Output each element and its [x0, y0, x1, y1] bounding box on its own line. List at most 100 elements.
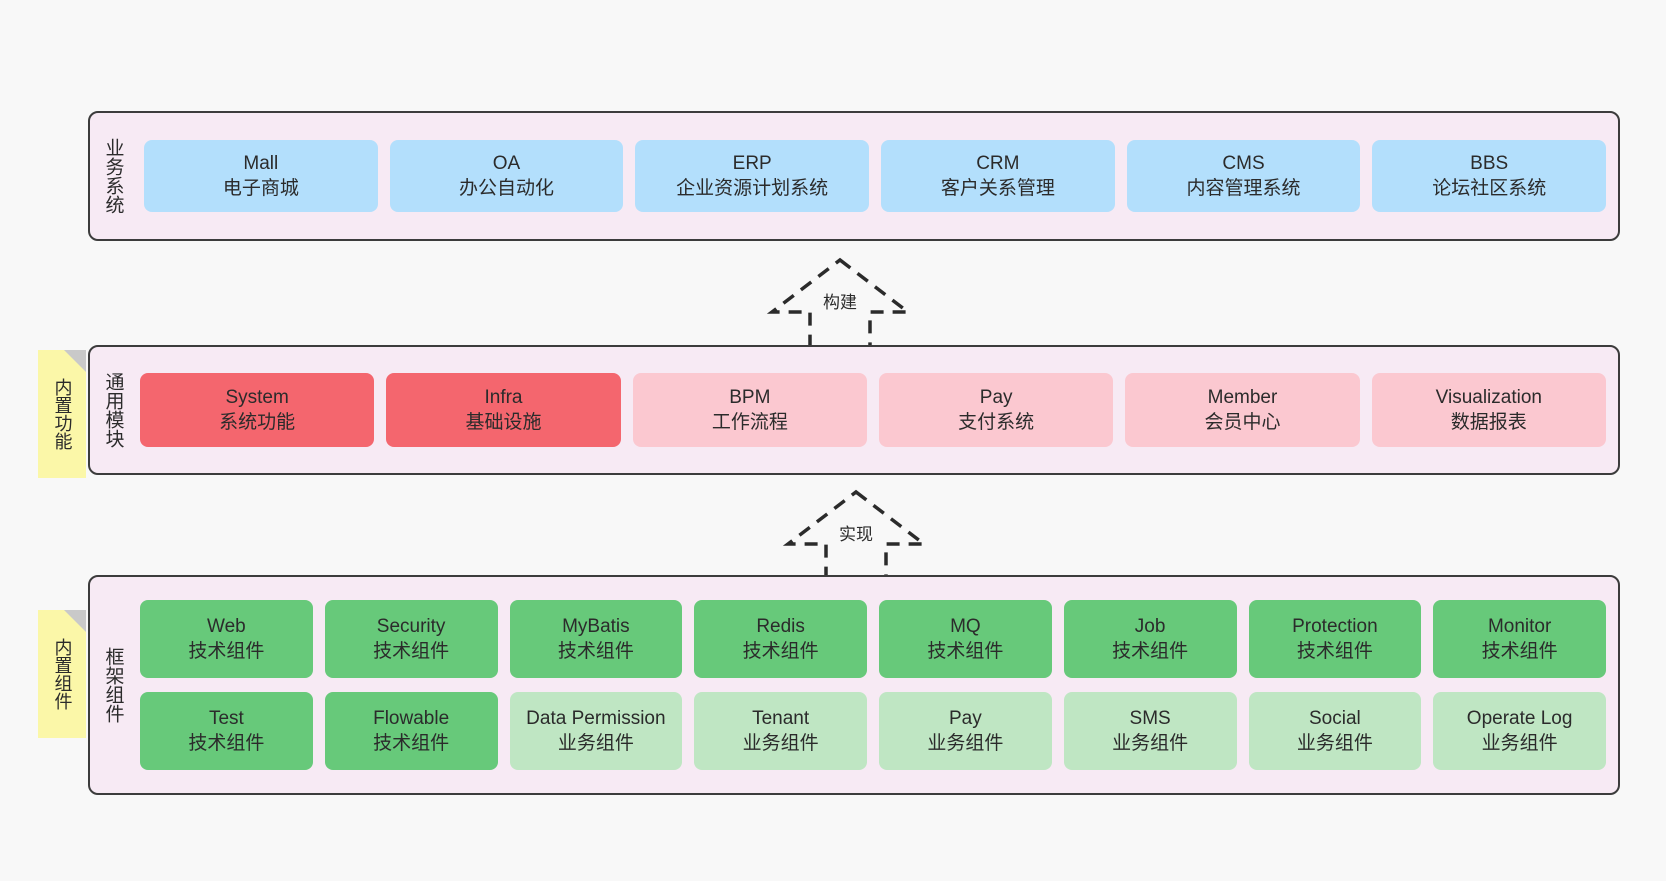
card-member[interactable]: Member 会员中心 [1125, 373, 1360, 447]
card-title-cn: 业务组件 [557, 733, 634, 754]
card-title-en: Flowable [373, 708, 450, 729]
card-title-cn: 数据报表 [1450, 412, 1527, 433]
card-title-cn: 会员中心 [1204, 412, 1281, 433]
card-title-en: MQ [950, 616, 981, 637]
card-title-en: Tenant [752, 708, 810, 729]
card-title-en: Operate Log [1466, 708, 1573, 729]
card-data-permission[interactable]: Data Permission 业务组件 [509, 692, 683, 770]
card-redis[interactable]: Redis 技术组件 [694, 600, 867, 678]
card-visualization[interactable]: Visualization 数据报表 [1371, 373, 1606, 447]
card-bbs[interactable]: BBS 论坛社区系统 [1372, 140, 1607, 212]
card-title-cn: 电子商城 [222, 178, 299, 199]
layer-title-common: 通用模块 [102, 372, 124, 448]
card-title-en: BBS [1470, 153, 1509, 174]
card-title-en: Pay [949, 708, 982, 729]
card-title-en: Visualization [1435, 387, 1542, 408]
card-bpm[interactable]: BPM 工作流程 [632, 373, 867, 447]
card-title-cn: 技术组件 [927, 641, 1004, 662]
card-title-en: MyBatis [562, 616, 630, 637]
card-title-cn: 支付系统 [958, 412, 1035, 433]
card-row: System 系统功能 Infra 基础设施 BPM 工作流程 Pay 支付系统… [140, 373, 1606, 447]
card-title-en: Member [1207, 387, 1278, 408]
card-title-cn: 论坛社区系统 [1432, 178, 1547, 199]
card-title-cn: 企业资源计划系统 [676, 178, 829, 199]
card-title-en: Web [207, 616, 246, 637]
card-title-cn: 技术组件 [188, 733, 265, 754]
card-title-cn: 内容管理系统 [1186, 178, 1301, 199]
card-title-cn: 技术组件 [742, 641, 819, 662]
card-title-en: Test [208, 708, 244, 729]
card-row: Test 技术组件 Flowable 技术组件 Data Permission … [140, 692, 1606, 770]
card-title-en: Data Permission [526, 708, 666, 729]
card-pay-business[interactable]: Pay 业务组件 [879, 692, 1052, 770]
card-infra[interactable]: Infra 基础设施 [386, 373, 621, 447]
card-cms[interactable]: CMS 内容管理系统 [1126, 140, 1361, 212]
card-system[interactable]: System 系统功能 [140, 373, 375, 447]
card-web[interactable]: Web 技术组件 [140, 600, 313, 678]
card-mybatis[interactable]: MyBatis 技术组件 [509, 600, 683, 678]
card-title-cn: 技术组件 [1481, 641, 1558, 662]
card-pay[interactable]: Pay 支付系统 [878, 373, 1114, 447]
card-title-cn: 技术组件 [373, 641, 450, 662]
card-flowable[interactable]: Flowable 技术组件 [324, 692, 498, 770]
card-title-en: Mall [243, 153, 279, 174]
layer-business-systems: 业务系统 Mall 电子商城 OA 办公自动化 ERP 企业资源计划系统 CRM… [88, 111, 1620, 241]
card-title-cn: 业务组件 [927, 733, 1004, 754]
layer-framework-components: 框架组件 Web 技术组件 Security 技术组件 MyBatis 技术组件… [88, 575, 1620, 795]
card-protection[interactable]: Protection 技术组件 [1248, 600, 1422, 678]
card-title-en: Protection [1292, 616, 1378, 637]
card-title-cn: 客户关系管理 [940, 178, 1055, 199]
layer-common-modules: 通用模块 System 系统功能 Infra 基础设施 BPM 工作流程 Pay… [88, 345, 1620, 475]
card-title-en: CMS [1222, 153, 1265, 174]
card-title-en: Redis [756, 616, 805, 637]
sticky-note-built-in-components: 内置组件 [38, 610, 86, 738]
card-sms[interactable]: SMS 业务组件 [1063, 692, 1237, 770]
card-title-en: Job [1134, 616, 1166, 637]
card-title-cn: 基础设施 [465, 412, 542, 433]
card-title-en: Social [1309, 708, 1361, 729]
connector-build-label: 构建 [823, 293, 857, 312]
card-title-cn: 工作流程 [711, 412, 788, 433]
layer-body-framework: Web 技术组件 Security 技术组件 MyBatis 技术组件 Redi… [136, 577, 1618, 793]
card-row: Mall 电子商城 OA 办公自动化 ERP 企业资源计划系统 CRM 客户关系… [144, 140, 1607, 212]
card-title-cn: 技术组件 [557, 641, 634, 662]
card-tenant[interactable]: Tenant 业务组件 [694, 692, 867, 770]
card-title-en: BPM [729, 387, 771, 408]
layer-body-common: System 系统功能 Infra 基础设施 BPM 工作流程 Pay 支付系统… [136, 347, 1618, 473]
sticky-note-built-in-features: 内置功能 [38, 350, 86, 478]
connector-build-arrow: 构建 [760, 256, 920, 350]
layer-title-business: 业务系统 [102, 138, 124, 214]
connector-implement-label: 实现 [839, 525, 873, 544]
card-title-en: Monitor [1487, 616, 1552, 637]
card-security[interactable]: Security 技术组件 [324, 600, 498, 678]
card-operate-log[interactable]: Operate Log 业务组件 [1433, 692, 1606, 770]
card-title-cn: 业务组件 [742, 733, 819, 754]
card-erp[interactable]: ERP 企业资源计划系统 [635, 140, 870, 212]
card-title-en: System [225, 387, 289, 408]
card-title-cn: 技术组件 [1296, 641, 1373, 662]
card-test[interactable]: Test 技术组件 [140, 692, 313, 770]
card-row: Web 技术组件 Security 技术组件 MyBatis 技术组件 Redi… [140, 600, 1606, 678]
card-title-en: Pay [979, 387, 1013, 408]
card-title-cn: 系统功能 [219, 412, 296, 433]
card-title-en: CRM [976, 153, 1020, 174]
card-job[interactable]: Job 技术组件 [1063, 600, 1237, 678]
card-title-cn: 技术组件 [373, 733, 450, 754]
card-title-en: SMS [1129, 708, 1171, 729]
card-crm[interactable]: CRM 客户关系管理 [881, 140, 1115, 212]
layer-body-business: Mall 电子商城 OA 办公自动化 ERP 企业资源计划系统 CRM 客户关系… [136, 113, 1618, 239]
card-social[interactable]: Social 业务组件 [1248, 692, 1422, 770]
card-title-en: Security [376, 616, 446, 637]
card-title-en: ERP [732, 153, 772, 174]
card-oa[interactable]: OA 办公自动化 [389, 140, 624, 212]
connector-implement-arrow: 实现 [776, 488, 936, 582]
card-title-cn: 业务组件 [1481, 733, 1558, 754]
card-title-cn: 技术组件 [188, 641, 265, 662]
card-title-en: Infra [484, 387, 523, 408]
card-mall[interactable]: Mall 电子商城 [144, 140, 378, 212]
card-monitor[interactable]: Monitor 技术组件 [1433, 600, 1606, 678]
card-title-en: OA [492, 153, 521, 174]
card-mq[interactable]: MQ 技术组件 [879, 600, 1052, 678]
card-title-cn: 办公自动化 [459, 178, 555, 199]
